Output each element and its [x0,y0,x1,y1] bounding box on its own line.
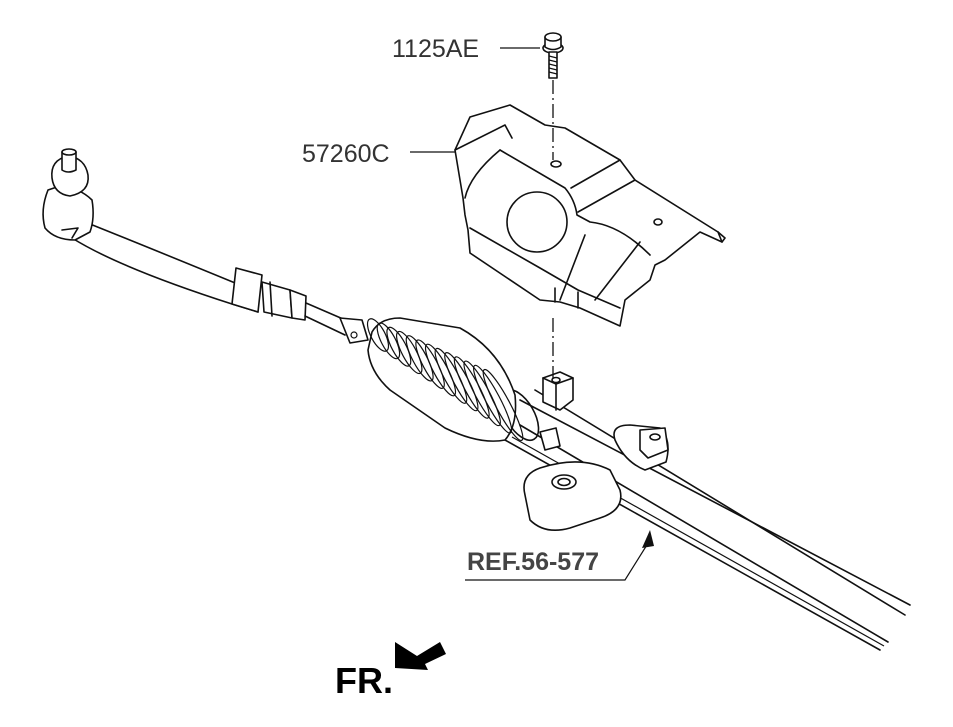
mount-boss-upper [539,371,574,451]
bellows-rib [482,368,524,442]
front-label: FR. [335,660,393,701]
ref-label: REF.56-577 [467,548,599,576]
part-label-1125AE: 1125AE [392,35,479,63]
front-direction-arrow-icon [395,642,446,670]
ref-arrowhead-icon [642,530,654,548]
tie-rod [71,221,369,344]
bellows-boot [366,317,524,442]
cover-57260C [454,104,726,327]
mount-bracket-right [613,424,669,471]
tie-rod-end [42,148,94,241]
mount-bracket-lower [523,461,622,531]
leader-ref [465,539,651,581]
bellows-rib [405,335,434,382]
part-label-57260C: 57260C [302,140,390,168]
bellows-rib [473,364,513,434]
bolt-1125AE [542,32,564,79]
